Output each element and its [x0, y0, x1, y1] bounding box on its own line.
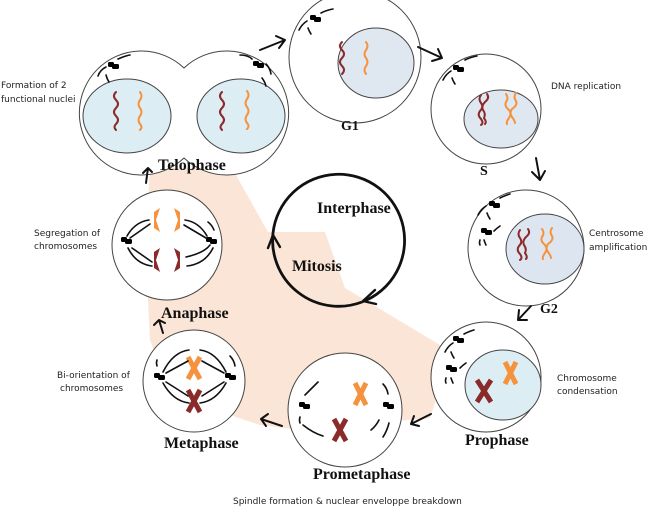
- description-anaphase-line2: chromosomes: [34, 242, 97, 252]
- arrow-metaphase-to-anaphase: [153, 319, 166, 334]
- telophase-nucleus-left: [82, 78, 172, 154]
- phase-label-prophase: Prophase: [465, 432, 529, 449]
- arrow-g1-to-s: [417, 46, 443, 62]
- phase-label-anaphase: Anaphase: [161, 305, 229, 322]
- description-s: DNA replication: [551, 82, 621, 92]
- g1-cell: [288, 0, 422, 124]
- s-cell: [430, 53, 542, 165]
- arrow-g2-to-prophase: [517, 305, 532, 321]
- metaphase-cell: [142, 329, 246, 433]
- phase-label-metaphase: Metaphase: [164, 435, 239, 452]
- arrow-prometaphase-to-metaphase: [260, 413, 283, 427]
- g2-cell: [467, 189, 585, 307]
- phase-label-telophase: Telophase: [158, 157, 226, 174]
- phase-label-g2: G2: [540, 302, 558, 317]
- arrow-telophase-to-g1: [259, 35, 286, 51]
- interphase-label: Interphase: [317, 200, 391, 217]
- prophase-cell: [430, 321, 542, 433]
- description-telophase-line1: Formation of 2: [1, 81, 67, 91]
- description-g2-line1: Centrosome: [589, 229, 644, 239]
- phase-label-g1: G1: [341, 119, 359, 134]
- telophase-nucleus-right: [196, 78, 286, 154]
- description-metaphase-line2: chromosomes: [60, 384, 123, 394]
- arrow-prophase-to-prometaphase: [410, 413, 432, 427]
- anaphase-cell: [111, 189, 223, 301]
- cycle-arrow-head-left: [266, 233, 282, 250]
- telophase-cell: [78, 50, 290, 176]
- description-g2-line2: amplification: [589, 243, 647, 253]
- cycle-circle: [266, 172, 406, 308]
- prometaphase-cell: [287, 352, 403, 468]
- description-prometaphase: Spindle formation & nuclear enveloppe br…: [233, 497, 462, 507]
- phase-label-s: S: [480, 164, 488, 179]
- description-prophase-line1: Chromosome: [557, 374, 617, 384]
- mitosis-label: Mitosis: [292, 258, 342, 275]
- arrow-s-to-g2: [531, 157, 546, 181]
- description-metaphase-line1: Bi-orientation of: [57, 371, 131, 381]
- phase-label-prometaphase: Prometaphase: [313, 466, 410, 483]
- arrow-anaphase-to-telophase: [142, 167, 153, 184]
- description-prophase-line2: condensation: [557, 387, 618, 397]
- description-telophase-line2: functional nuclei: [1, 95, 76, 105]
- cycle-arrow-head-bottom: [361, 288, 378, 306]
- description-anaphase-line1: Segregation of: [34, 229, 101, 239]
